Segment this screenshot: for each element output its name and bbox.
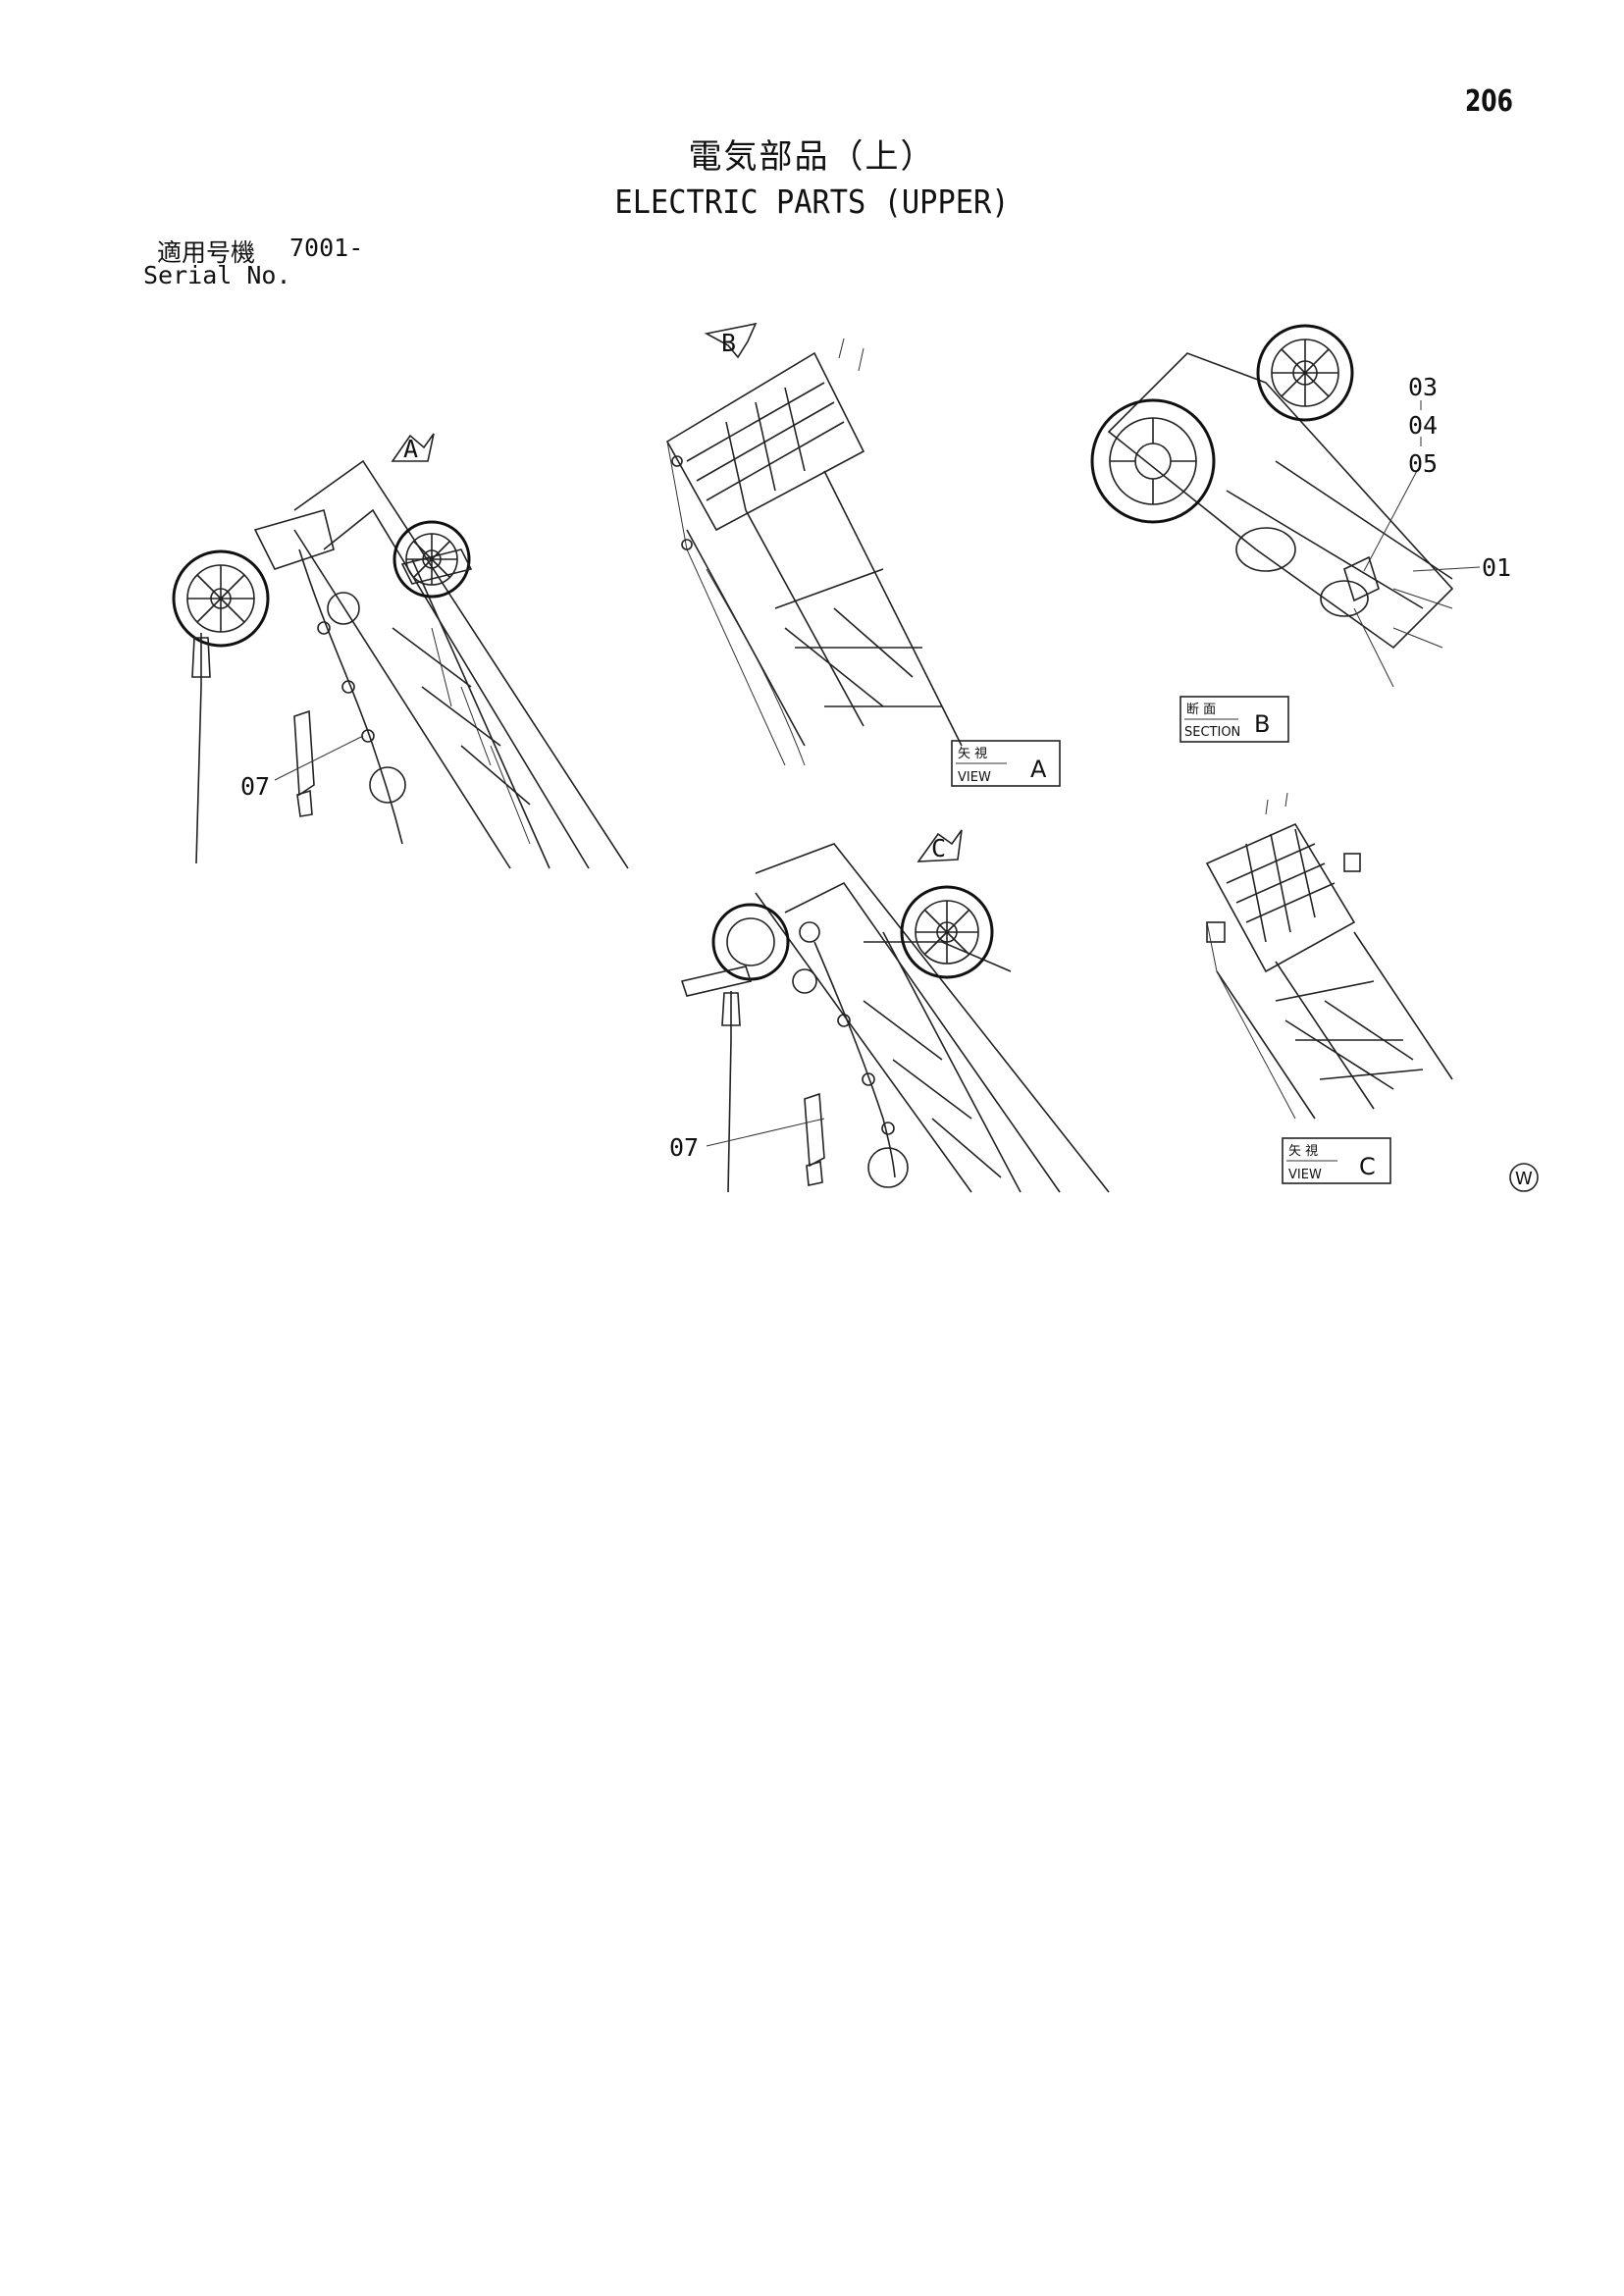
drawing-view-a: B 矢 視 VIEW A: [665, 322, 1061, 787]
page-title-en: ELECTRIC PARTS (UPPER): [614, 183, 1010, 221]
section-b-en: SECTION: [1184, 725, 1240, 740]
view-a-jp: 矢 視: [958, 747, 987, 761]
view-arrow-b-letter: B: [721, 329, 736, 357]
section-b-jp: 断 面: [1186, 703, 1216, 717]
callout-07-lower: 07: [669, 1133, 699, 1162]
view-arrow-a: A: [391, 433, 435, 463]
view-arrow-b: B: [704, 322, 758, 359]
view-c-jp: 矢 視: [1288, 1144, 1318, 1159]
view-a-label: 矢 視 VIEW A: [951, 740, 1061, 787]
serial-label-jp: 適用号機: [157, 238, 256, 267]
view-a-en: VIEW: [958, 770, 991, 785]
watermark-letter: W: [1515, 1169, 1533, 1189]
section-b-letter: B: [1254, 710, 1270, 738]
view-a-letter: A: [1030, 756, 1047, 783]
drawing-boom-head-lower: C 07: [669, 829, 1110, 1193]
view-c-label: 矢 視 VIEW C: [1282, 1137, 1391, 1184]
view-arrow-c-letter: C: [931, 834, 946, 862]
callout-04: 04: [1408, 411, 1438, 440]
drawing-view-c: 矢 視 VIEW C: [1205, 792, 1453, 1184]
serial-label-en: Serial No.: [143, 261, 291, 289]
callout-07-left: 07: [240, 772, 270, 801]
section-b-label: 断 面 SECTION B: [1179, 696, 1289, 743]
drawing-boom-head-left: A 07: [172, 433, 629, 869]
view-arrow-c: C: [917, 829, 963, 862]
drawing-section-b: 03 04 05 01 断 面 SECTION B: [1090, 324, 1511, 743]
serial-value: 7001-: [289, 234, 364, 262]
callout-03: 03: [1408, 373, 1438, 401]
callout-05: 05: [1408, 449, 1438, 478]
view-c-en: VIEW: [1288, 1168, 1322, 1182]
view-c-letter: C: [1359, 1153, 1376, 1180]
view-arrow-a-letter: A: [403, 435, 418, 463]
page-title-jp: 電気部品（上）: [688, 137, 936, 177]
watermark-w: W: [1509, 1163, 1539, 1192]
page-number: 206: [1465, 84, 1513, 119]
callout-01: 01: [1482, 553, 1511, 582]
